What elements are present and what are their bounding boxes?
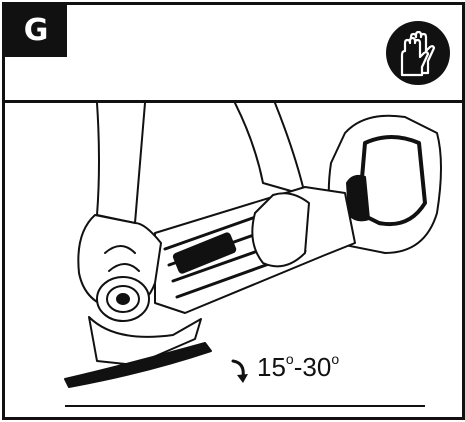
disc-guard [88,316,202,366]
step-label: G [5,5,67,57]
gloves-icon [386,21,450,85]
angle-label: 15o-30o [257,351,339,383]
degree-mark-to: o [331,351,340,367]
angle-to: 30 [302,352,332,382]
work-surface-line [65,405,425,407]
right-arm [234,102,306,196]
cutting-disc [64,342,212,388]
panel-header: G [5,5,462,103]
degree-mark-from: o [285,351,294,367]
angle-from: 15 [257,352,286,382]
angle-separator: - [293,352,303,382]
right-hand [251,192,310,268]
grinder-illustration: 15o-30o [5,102,462,417]
left-arm [96,102,146,224]
rotate-arrow-icon [231,359,248,383]
